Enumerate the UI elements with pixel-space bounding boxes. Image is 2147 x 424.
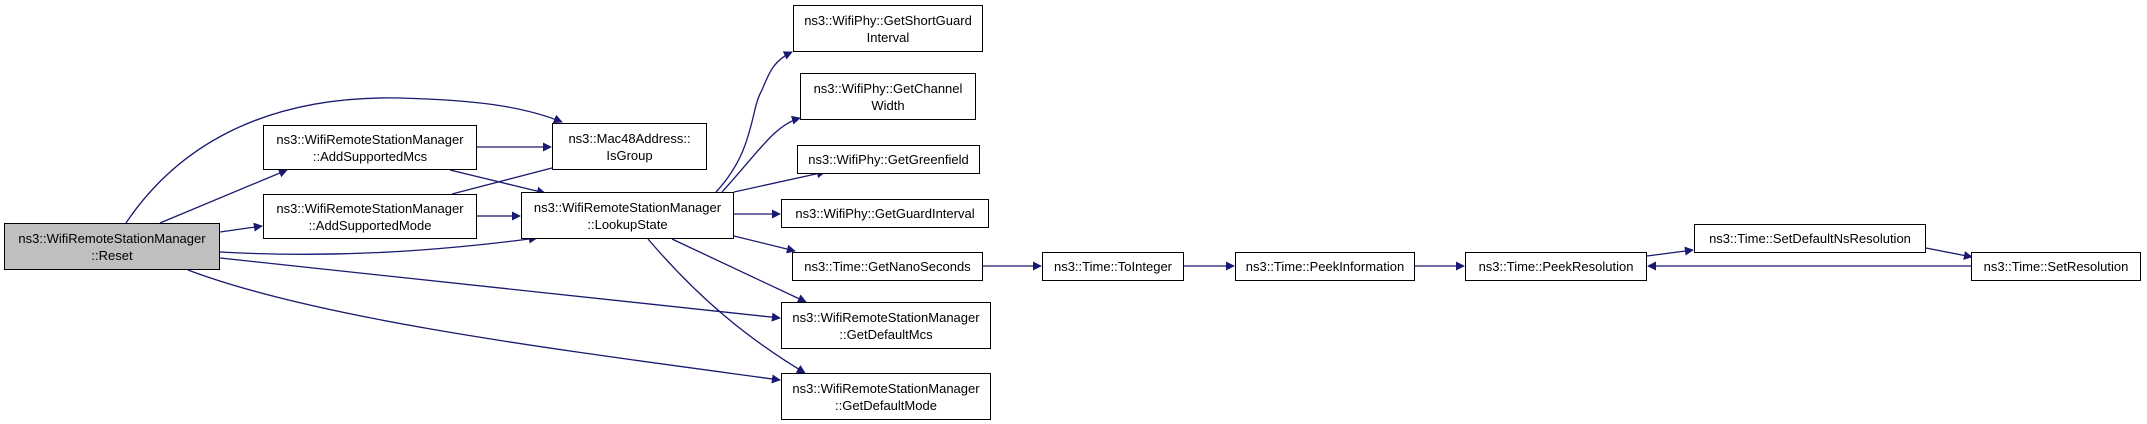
node-label-line: ::LookupState xyxy=(587,216,668,232)
node-label-line: ::AddSupportedMcs xyxy=(312,148,428,164)
edge-set-default-ns-to-set-res xyxy=(1925,247,1973,260)
node-add-supported-mode[interactable]: ns3::WifiRemoteStationManager ::AddSuppo… xyxy=(263,194,477,239)
edge-lookup-to-default-mode xyxy=(647,238,806,374)
node-label-line: ::GetDefaultMcs xyxy=(839,326,933,342)
node-to-integer[interactable]: ns3::Time::ToInteger xyxy=(1042,252,1184,281)
node-label-line: ::AddSupportedMode xyxy=(308,217,432,233)
node-label-line: ns3::WifiPhy::GetShortGuard xyxy=(804,12,972,28)
edge-lookup-to-channel-width xyxy=(721,115,801,193)
node-label-line: ns3::WifiRemoteStationManager xyxy=(533,199,722,215)
edge-reset-to-is-group xyxy=(125,97,563,224)
edge-reset-to-add-supported-mcs xyxy=(159,168,288,224)
node-peek-resolution[interactable]: ns3::Time::PeekResolution xyxy=(1465,252,1647,281)
node-get-short-guard-interval[interactable]: ns3::WifiPhy::GetShortGuard Interval xyxy=(793,5,983,52)
node-label-line: ::GetDefaultMode xyxy=(835,397,937,413)
node-label-line: ns3::WifiRemoteStationManager xyxy=(18,230,206,246)
node-label-line: ns3::Mac48Address:: xyxy=(568,130,691,146)
node-get-guard-interval[interactable]: ns3::WifiPhy::GetGuardInterval xyxy=(781,199,989,228)
node-get-default-mcs[interactable]: ns3::WifiRemoteStationManager ::GetDefau… xyxy=(781,302,991,349)
node-add-supported-mcs[interactable]: ns3::WifiRemoteStationManager ::AddSuppo… xyxy=(263,125,477,170)
node-get-channel-width[interactable]: ns3::WifiPhy::GetChannel Width xyxy=(800,73,976,120)
node-label-line: Interval xyxy=(866,29,910,45)
node-label-line: ns3::WifiRemoteStationManager xyxy=(276,200,464,216)
node-label-line: ns3::WifiRemoteStationManager xyxy=(276,131,464,147)
edge-lookup-to-greenfield xyxy=(733,169,826,193)
node-label-line: ns3::Time::SetDefaultNsResolution xyxy=(1709,231,1911,246)
node-label-line: ns3::WifiPhy::GetGreenfield xyxy=(808,152,969,167)
node-label-line: ns3::WifiPhy::GetGuardInterval xyxy=(795,206,975,221)
edge-reset-to-add-supported-mode xyxy=(219,222,263,233)
node-get-greenfield[interactable]: ns3::WifiPhy::GetGreenfield xyxy=(797,145,980,174)
node-label-line: ns3::WifiRemoteStationManager xyxy=(792,309,980,325)
node-label-line: ns3::WifiRemoteStationManager xyxy=(792,380,980,396)
node-lookup-state[interactable]: ns3::WifiRemoteStationManager ::LookupSt… xyxy=(521,192,734,239)
edge-lookup-to-nano-seconds xyxy=(733,235,796,254)
edge-lookup-to-default-mcs xyxy=(671,238,807,303)
node-set-default-ns-resolution[interactable]: ns3::Time::SetDefaultNsResolution xyxy=(1694,224,1926,253)
node-label-line: ns3::Time::PeekInformation xyxy=(1245,259,1405,274)
node-label-line: Width xyxy=(871,97,905,113)
node-get-default-mode[interactable]: ns3::WifiRemoteStationManager ::GetDefau… xyxy=(781,373,991,420)
node-get-nano-seconds[interactable]: ns3::Time::GetNanoSeconds xyxy=(792,252,983,281)
node-label-line: ns3::Time::GetNanoSeconds xyxy=(804,259,971,274)
edge-reset-to-get-default-mode xyxy=(187,269,781,384)
edge-reset-to-get-default-mcs xyxy=(219,257,781,322)
node-label-line: ns3::Time::ToInteger xyxy=(1053,259,1172,274)
edge-peek-res-to-set-default-ns xyxy=(1646,246,1694,257)
node-label-line: ns3::WifiPhy::GetChannel xyxy=(813,80,963,96)
node-set-resolution[interactable]: ns3::Time::SetResolution xyxy=(1971,252,2141,281)
edge-lookup-to-short-guard xyxy=(715,51,793,193)
node-peek-information[interactable]: ns3::Time::PeekInformation xyxy=(1235,252,1415,281)
edge-reset-to-lookup-state xyxy=(219,234,538,255)
node-is-group[interactable]: ns3::Mac48Address:: IsGroup xyxy=(552,123,707,170)
node-label-line: ::Reset xyxy=(91,247,133,263)
node-label-line: IsGroup xyxy=(606,147,653,163)
node-reset: ns3::WifiRemoteStationManager ::Reset xyxy=(4,223,220,270)
node-label-line: ns3::Time::PeekResolution xyxy=(1478,259,1634,274)
node-label-line: ns3::Time::SetResolution xyxy=(1983,259,2129,274)
